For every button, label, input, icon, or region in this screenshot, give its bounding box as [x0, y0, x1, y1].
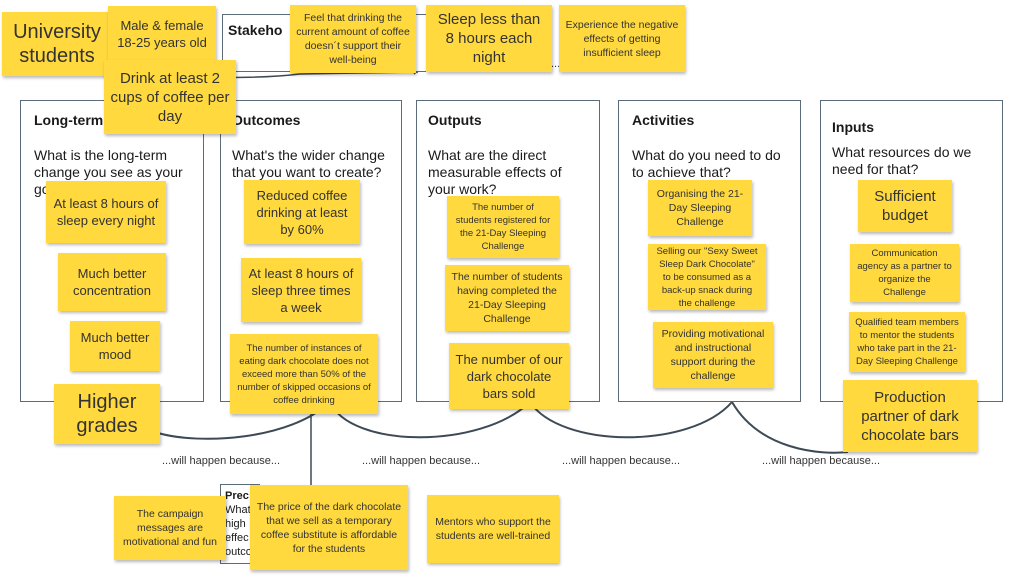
- long-term-question: What is the long-term change you see as …: [34, 147, 183, 197]
- outputs-question: What are the direct measurable effects o…: [428, 147, 562, 197]
- sticky-ac-organising[interactable]: Organising the 21-Day Sleeping Challenge: [648, 180, 752, 236]
- preconditions-title: Prec: [225, 490, 249, 502]
- sticky-male-female[interactable]: Male & female 18-25 years old: [108, 6, 216, 62]
- sticky-in-budget[interactable]: Sufficient budget: [858, 180, 952, 232]
- sticky-drinking-feel[interactable]: Feel that drinking the current amount of…: [290, 5, 416, 73]
- sticky-ac-support[interactable]: Providing motivational and instructional…: [653, 322, 773, 388]
- sticky-in-team[interactable]: Qualified team members to mentor the stu…: [849, 312, 965, 372]
- sticky-op-bars-sold[interactable]: The number of our dark chocolate bars so…: [449, 343, 569, 409]
- sticky-op-completed[interactable]: The number of students having completed …: [445, 265, 569, 331]
- because-label-1: ...will happen because...: [162, 455, 281, 467]
- sticky-coffee-cups[interactable]: Drink at least 2 cups of coffee per day: [104, 60, 236, 134]
- sticky-pc-price[interactable]: The price of the dark chocolate that we …: [250, 485, 408, 570]
- inputs-title: Inputs: [832, 119, 874, 135]
- sticky-oc-reduced-coffee[interactable]: Reduced coffee drinking at least by 60%: [244, 180, 360, 244]
- sticky-lt-mood[interactable]: Much better mood: [70, 321, 160, 371]
- stakeholders-title: Stakeho: [228, 22, 283, 38]
- sticky-pc-campaign[interactable]: The campaign messages are motivational a…: [114, 496, 226, 560]
- sticky-in-agency[interactable]: Communication agency as a partner to org…: [850, 244, 959, 302]
- sticky-oc-sleep-three[interactable]: At least 8 hours of sleep three times a …: [241, 258, 361, 322]
- outcomes-question: What's the wider change that you want to…: [232, 147, 385, 180]
- connector-arc-4: [731, 401, 849, 454]
- stakeholder-ellipsis: ...: [551, 58, 561, 70]
- activities-question: What do you need to do to achieve that?: [632, 147, 781, 180]
- sticky-op-registered[interactable]: The number of students registered for th…: [447, 196, 559, 258]
- sticky-oc-instances[interactable]: The number of instances of eating dark c…: [230, 334, 378, 414]
- sticky-pc-mentors[interactable]: Mentors who support the students are wel…: [427, 495, 559, 563]
- because-label-3: ...will happen because...: [562, 455, 681, 467]
- long-term-frame: Long-term What is the long-term change y…: [20, 100, 204, 402]
- outputs-title: Outputs: [428, 112, 482, 128]
- sticky-lt-concentration[interactable]: Much better concentration: [58, 253, 166, 311]
- activities-title: Activities: [632, 112, 695, 128]
- sticky-sleep-less[interactable]: Sleep less than 8 hours each night: [426, 5, 552, 72]
- because-label-2: ...will happen because...: [362, 455, 481, 467]
- because-label-4: ...will happen because...: [762, 455, 881, 467]
- sticky-lt-grades[interactable]: Higher grades: [54, 384, 160, 444]
- outcomes-title: Outcomes: [232, 112, 301, 128]
- sticky-ac-selling[interactable]: Selling our "Sexy Sweet Sleep Dark Choco…: [648, 244, 766, 310]
- long-term-title: Long-term: [34, 112, 104, 128]
- preconditions-question: What high effec outco: [225, 504, 252, 558]
- sticky-in-production[interactable]: Production partner of dark chocolate bar…: [843, 380, 977, 452]
- sticky-negative-effects[interactable]: Experience the negative effects of getti…: [559, 5, 685, 72]
- sticky-lt-sleep[interactable]: At least 8 hours of sleep every night: [46, 181, 166, 243]
- sticky-university-students[interactable]: University students: [2, 12, 112, 76]
- inputs-question: What resources do we need for that?: [832, 144, 972, 177]
